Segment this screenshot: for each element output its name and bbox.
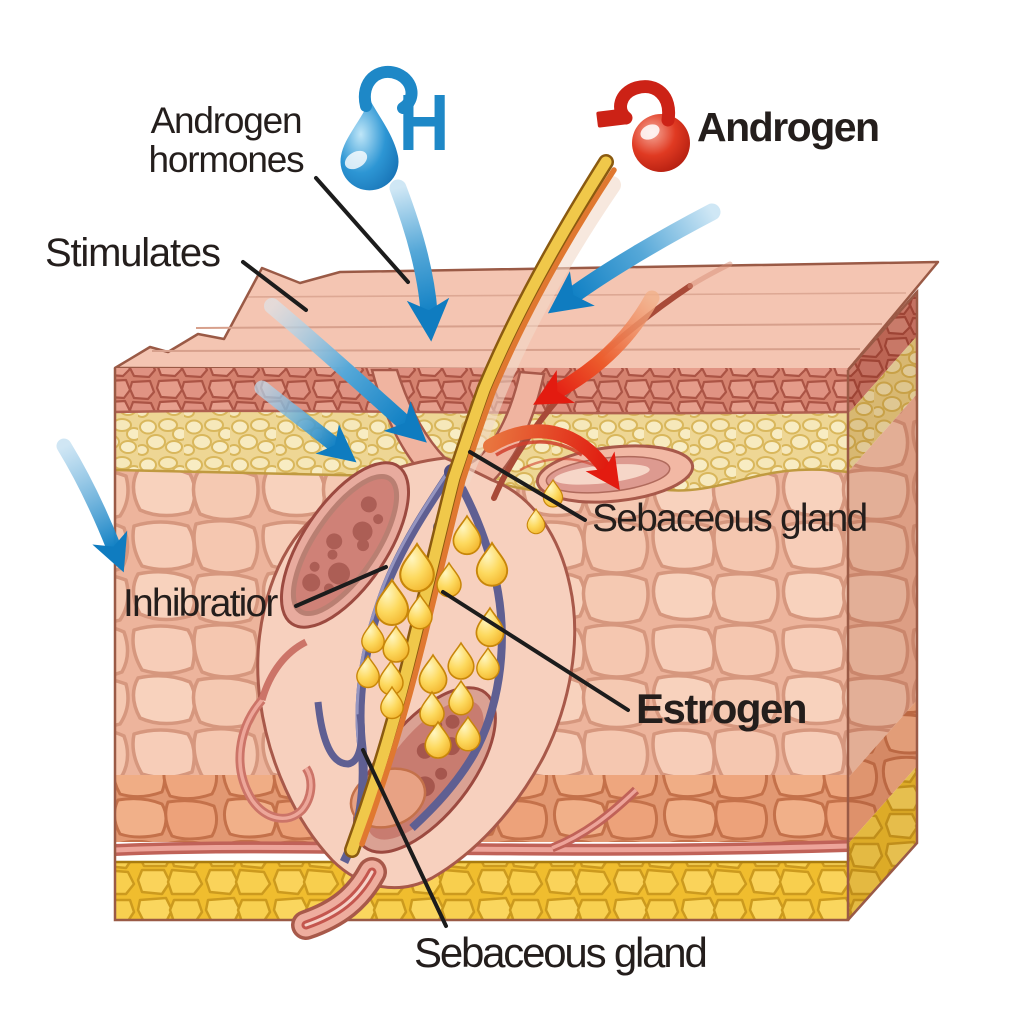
sebaceous-gland-upper-lobe	[279, 461, 411, 629]
blue-arrow-short	[254, 380, 357, 463]
blue-arrow-right	[547, 203, 721, 314]
block-right-face	[848, 290, 917, 920]
label-androgen-hormones: Androgen hormones	[128, 100, 324, 180]
leader-androgen-hormones	[314, 176, 410, 284]
leader-sebaceous-upper	[468, 450, 587, 522]
blue-arrow-diagonal	[264, 298, 427, 443]
inhibition-arrows-red	[483, 290, 660, 491]
label-androgen-hormones-line2: hormones	[148, 138, 305, 180]
label-androgen-hormones-line1: Androgen	[150, 100, 303, 141]
capillary-loop	[235, 638, 316, 823]
label-inhibition: Inhibratior	[123, 582, 278, 625]
blue-hormone-droplet-icon: H	[340, 66, 450, 191]
blue-arrow-left-edge	[56, 438, 128, 573]
label-estrogen: Estrogen	[636, 685, 808, 732]
hypodermis-fat-layer	[115, 862, 848, 920]
leader-estrogen	[441, 590, 630, 712]
leader-sebaceous-lower	[361, 748, 448, 928]
stimulation-arrows-blue	[56, 179, 721, 573]
label-sebaceous-gland-upper: Sebaceous gland	[592, 497, 868, 540]
blue-arrow-center	[389, 179, 450, 342]
leader-stimulates	[241, 260, 308, 312]
follicle-root	[291, 857, 387, 940]
label-stimulates: Stimulates	[45, 231, 221, 275]
red-hormone-droplet-icon	[596, 80, 690, 172]
hormone-h-letter: H	[399, 78, 450, 167]
red-arrow-down	[533, 290, 660, 405]
label-sebaceous-gland-lower: Sebaceous gland	[414, 929, 708, 976]
leader-inhibition	[294, 565, 388, 608]
label-androgen: Androgen	[697, 104, 880, 150]
red-arrow-to-pore	[483, 424, 620, 491]
leader-lines	[241, 176, 630, 928]
